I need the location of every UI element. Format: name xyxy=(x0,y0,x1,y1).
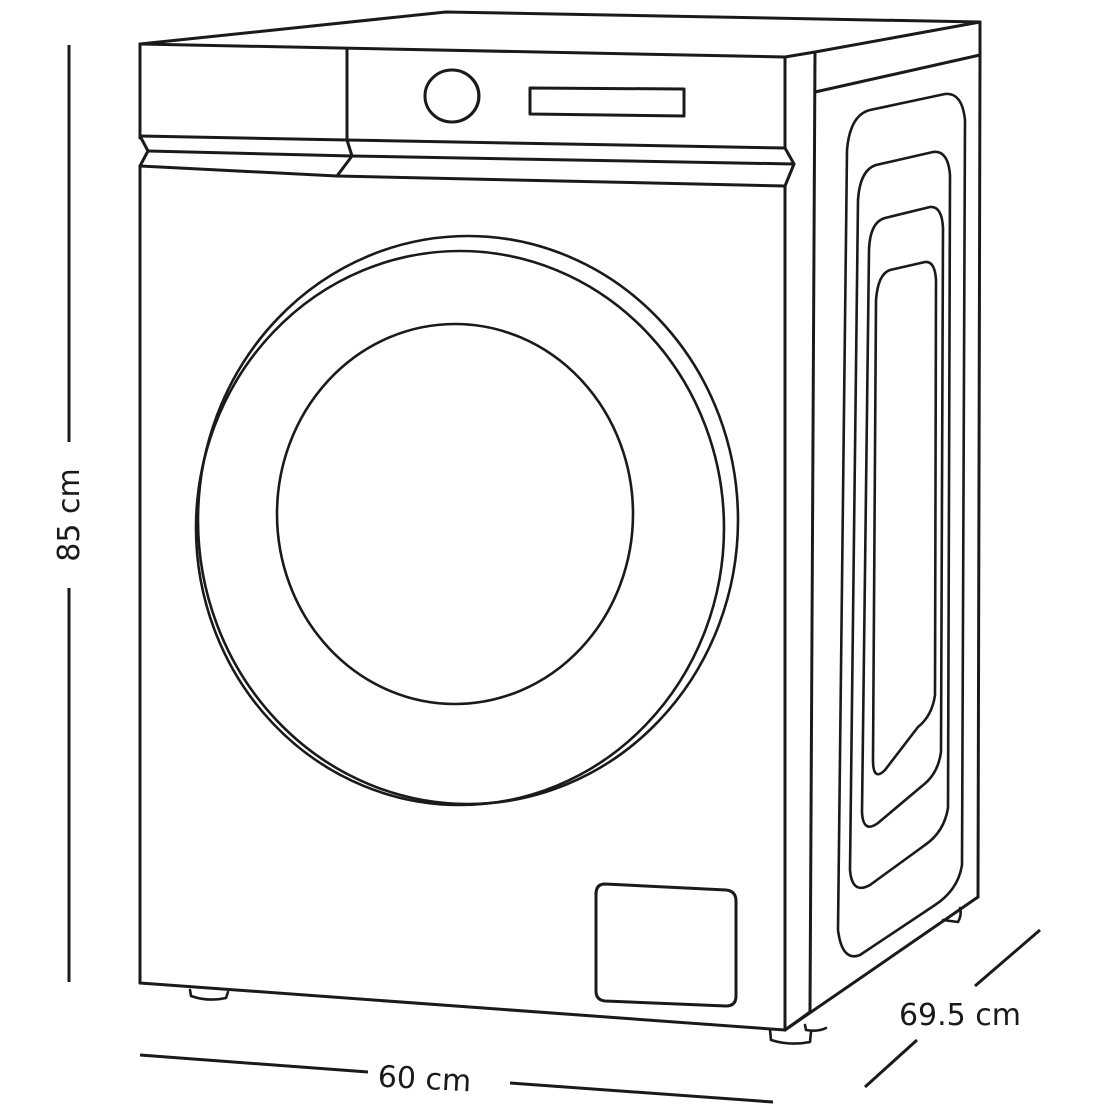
foot-front-right xyxy=(768,1028,813,1045)
side-panel xyxy=(783,50,982,1032)
width-dimension xyxy=(139,1053,774,1104)
foot-side-front xyxy=(803,1023,828,1032)
foot-front-left xyxy=(188,988,230,1001)
width-label: 60 cm xyxy=(377,1060,472,1100)
filter-access-hatch xyxy=(594,882,738,1008)
door xyxy=(194,234,740,807)
front-body xyxy=(138,164,787,1032)
height-label: 85 cm xyxy=(52,468,87,561)
program-dial-icon xyxy=(423,68,481,124)
display-window xyxy=(528,86,686,118)
top-surface xyxy=(138,10,982,94)
detergent-drawer xyxy=(142,48,345,136)
door-glass xyxy=(275,322,635,706)
control-panel xyxy=(138,42,796,188)
foot-rear-right xyxy=(941,906,962,924)
depth-dimension xyxy=(863,928,1041,1089)
depth-label: 69.5 cm xyxy=(899,998,1021,1033)
